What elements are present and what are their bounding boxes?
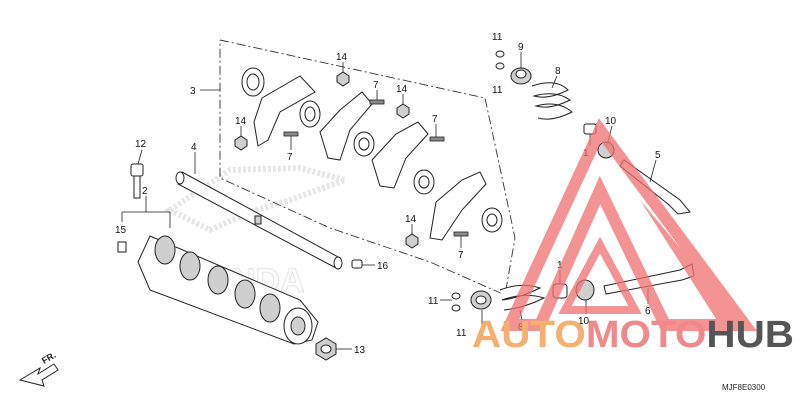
triangle-logo-icon [500, 118, 757, 331]
adjust-screws [283, 99, 469, 237]
rocker-shaft [175, 171, 343, 270]
callout-14-d: 14 [405, 214, 417, 225]
callout-9-a: 9 [518, 42, 524, 53]
callout-11-d: 11 [456, 328, 467, 339]
callout-14-c: 14 [396, 84, 408, 95]
front-arrow-icon [18, 363, 59, 387]
callout-6: 6 [645, 306, 651, 317]
rocker-arms [241, 67, 503, 241]
diagram-code: MJF8E0300 [722, 383, 766, 392]
camshaft [137, 235, 319, 345]
callout-14-b: 14 [336, 52, 348, 63]
watermark-moto: MOTO [586, 314, 707, 356]
callout-15: 15 [115, 225, 127, 236]
callout-12: 12 [135, 139, 147, 150]
callout-11-a: 11 [492, 32, 503, 43]
callout-7-d: 7 [458, 250, 464, 261]
front-label: FR. [40, 350, 58, 366]
watermark-auto: AUTO [472, 314, 586, 356]
dowel-pin-16 [351, 259, 363, 269]
callout-9-b: 9 [478, 330, 484, 341]
lock-nuts [234, 71, 419, 249]
callout-13: 13 [354, 345, 366, 356]
callout-16: 16 [377, 261, 389, 272]
callout-7-a: 7 [287, 152, 293, 163]
rocker-assembly-frame [219, 39, 516, 296]
callout-2: 2 [142, 186, 148, 197]
callout-11-b: 11 [492, 85, 503, 96]
cam-nut [315, 337, 337, 361]
callout-8-a: 8 [555, 66, 561, 77]
dowel-pin-15 [117, 241, 127, 253]
callout-4: 4 [191, 142, 197, 153]
callout-7-c: 7 [432, 114, 438, 125]
callout-11-c: 11 [428, 296, 439, 307]
callout-3: 3 [190, 86, 196, 97]
front-direction-indicator: FR. [18, 350, 59, 387]
callout-7-b: 7 [373, 80, 379, 91]
bolt [130, 163, 144, 199]
callout-14-a: 14 [235, 116, 247, 127]
callout-5: 5 [655, 150, 661, 161]
watermark-hub: HUB [706, 314, 794, 356]
callout-10-a: 10 [605, 116, 617, 127]
callout-10-b: 10 [578, 316, 590, 327]
